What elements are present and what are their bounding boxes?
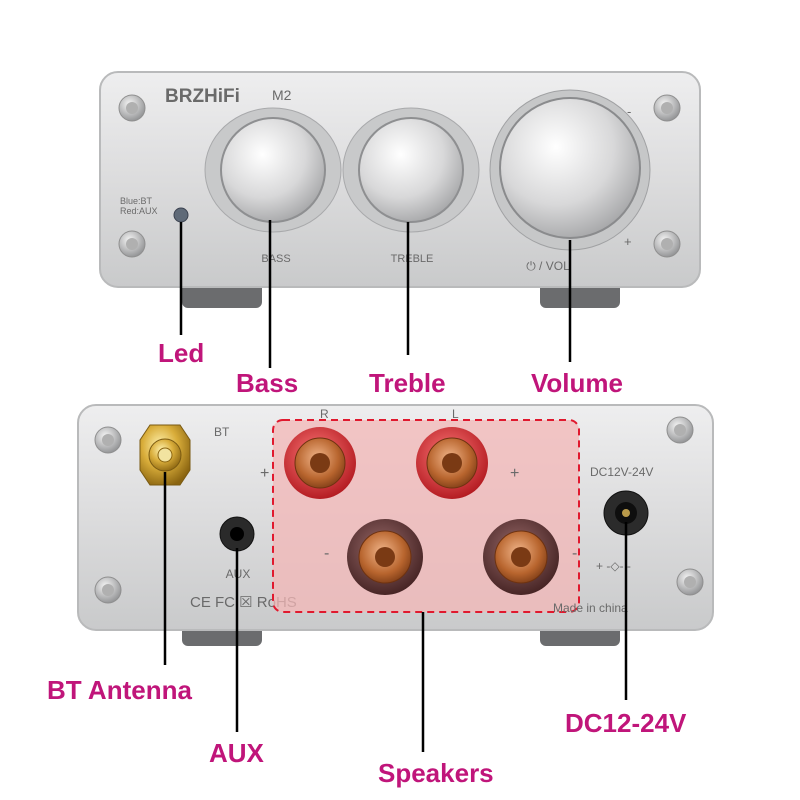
treble-label: TREBLE xyxy=(391,253,434,265)
speaker-terminal-right-minus[interactable] xyxy=(347,519,423,595)
rear-amplifier: BT AUX CE FC ☒ RoHS R L + + - - xyxy=(77,404,714,646)
left-channel-label: L xyxy=(452,407,459,421)
callout-aux: AUX xyxy=(209,738,264,768)
volume-minus-mark: - xyxy=(627,104,631,119)
treble-knob[interactable] xyxy=(358,117,464,223)
left-minus-mark: - xyxy=(572,545,577,562)
brand-logo: BRZHiFi xyxy=(165,86,240,107)
callout-bass: Bass xyxy=(236,368,299,398)
callout-leader-lines xyxy=(163,220,628,752)
speaker-terminal-left-minus[interactable] xyxy=(483,519,559,595)
right-minus-mark: - xyxy=(324,545,329,562)
certification-marks: CE FC ☒ RoHS xyxy=(190,594,297,611)
dc-rating-label: DC12V-24V xyxy=(590,465,653,479)
status-led xyxy=(173,207,189,223)
left-plus-mark: + xyxy=(510,465,519,482)
volume-label: ⏻ / VOL xyxy=(526,259,570,273)
led-legend-aux: Red:AUX xyxy=(120,206,158,216)
callout-dc: DC12-24V xyxy=(565,708,687,738)
rear-screws xyxy=(94,416,704,604)
bt-label: BT xyxy=(214,425,230,439)
model-label: M2 xyxy=(272,87,292,103)
bass-knob[interactable] xyxy=(220,117,326,223)
right-plus-mark: + xyxy=(260,465,269,482)
callout-led: Led xyxy=(158,338,205,368)
callout-bt-antenna: BT Antenna xyxy=(47,675,192,705)
callout-speakers: Speakers xyxy=(378,758,494,788)
front-amplifier: BRZHiFi M2 Blue:BT Red:AUX BASS TREBLE ⏻… xyxy=(99,71,701,308)
led-legend-bt: Blue:BT xyxy=(120,196,153,206)
right-channel-label: R xyxy=(320,407,329,421)
callout-volume: Volume xyxy=(531,368,623,398)
volume-knob[interactable] xyxy=(499,97,641,239)
speaker-terminal-right-plus[interactable] xyxy=(284,427,356,499)
dc-polarity-label: + -◇- - xyxy=(596,559,631,573)
front-screws xyxy=(118,94,681,258)
bass-label: BASS xyxy=(261,253,290,265)
callout-treble: Treble xyxy=(369,368,446,398)
speaker-terminal-left-plus[interactable] xyxy=(416,427,488,499)
made-in-label: Made in china xyxy=(553,601,628,615)
volume-plus-mark: + xyxy=(624,234,632,249)
